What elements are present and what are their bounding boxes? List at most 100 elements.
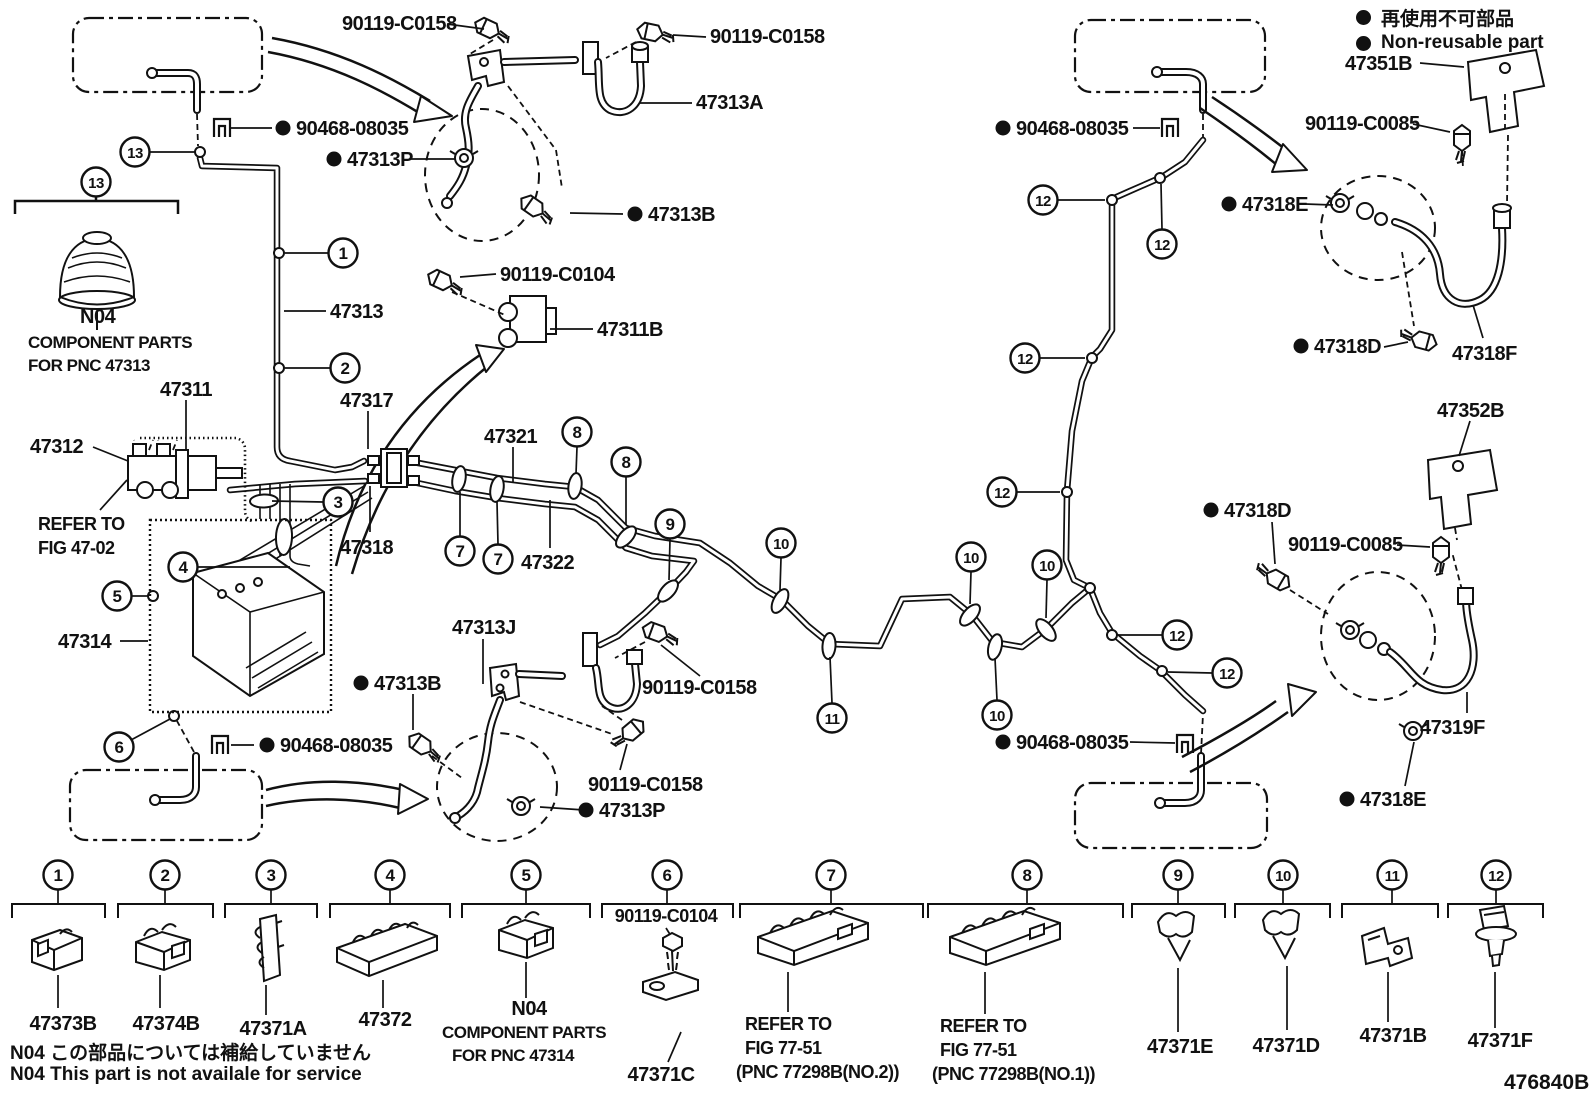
svg-text:6: 6	[115, 738, 124, 757]
callout-7: 7	[482, 501, 514, 575]
part-label-FIG4702: FIG 47-02	[38, 538, 116, 558]
part-label-47318F: 47318F	[1452, 304, 1518, 365]
part-label-47311: 47311	[160, 379, 213, 450]
svg-text:8: 8	[622, 453, 631, 472]
connector-47317	[367, 448, 420, 488]
part-label-REFERTO: REFER TO	[38, 479, 128, 534]
part-caption: 47372	[358, 1009, 411, 1031]
svg-text:4: 4	[386, 866, 396, 885]
part-label-9046808035: 90468-08035	[231, 735, 393, 757]
svg-text:90119-C0085: 90119-C0085	[1305, 113, 1420, 135]
svg-text:5: 5	[113, 587, 122, 606]
part-caption: 47371A	[239, 1018, 306, 1040]
part-caption: REFER TO	[940, 1016, 1027, 1036]
clip-90468-icon	[212, 117, 232, 139]
boltclamp-icon	[642, 932, 699, 1001]
part-label-47318E: 47318E	[1221, 194, 1334, 216]
legend-jp: 再使用不可部品	[1381, 8, 1515, 30]
svg-text:47318F: 47318F	[1452, 343, 1517, 365]
part-label-47313P: 47313P	[326, 149, 455, 171]
svg-text:90468-08035: 90468-08035	[280, 735, 393, 757]
part-label-47313P: 47313P	[539, 800, 666, 822]
part-label-47319F: 47319F	[1420, 692, 1486, 739]
part-label-9046808035: 90468-08035	[231, 118, 409, 140]
svg-text:8: 8	[1023, 866, 1032, 885]
svg-text:47311: 47311	[160, 379, 212, 401]
rear-right-hose-47319F	[1251, 448, 1499, 741]
callout-10: 10	[765, 527, 797, 591]
svg-text:90119-C0085: 90119-C0085	[1288, 534, 1403, 556]
svg-text:47318D: 47318D	[1224, 500, 1291, 522]
callout-12: 12	[1027, 184, 1105, 216]
part-labels: 90119-C0158 90119-C0158 47313A 90468-08035 4…	[28, 13, 1518, 822]
part-caption: COMPONENT PARTS	[442, 1023, 606, 1042]
svg-text:90119-C0158: 90119-C0158	[710, 26, 825, 48]
note-jp: N04 この部品については補給していません	[10, 1043, 372, 1064]
svg-text:47321: 47321	[484, 426, 537, 448]
clip-90468-icon	[1175, 733, 1195, 755]
part-label-47317: 47317	[340, 390, 394, 449]
svg-text:47351B: 47351B	[1345, 53, 1412, 75]
part-label-47313J: 47313J	[452, 617, 516, 684]
part-label-90119C0158: 90119-C0158	[342, 13, 485, 35]
part-caption: REFER TO	[745, 1014, 832, 1034]
callout-11: 11	[816, 656, 848, 734]
svg-text:13: 13	[127, 145, 143, 162]
svg-text:7: 7	[456, 542, 465, 561]
clip-90468-icon	[210, 734, 230, 756]
svg-text:FOR PNC 47313: FOR PNC 47313	[28, 356, 150, 375]
svg-text:90119-C0158: 90119-C0158	[642, 677, 757, 699]
part-label-47314: 47314	[58, 631, 148, 653]
bolt-47318D-icon	[1396, 325, 1440, 354]
legend-en: Non-reusable part	[1381, 32, 1544, 53]
arrow-valve-icon	[334, 353, 481, 567]
clipE-icon	[1262, 909, 1300, 959]
callout-5: 5	[101, 580, 148, 612]
svg-text:90468-08035: 90468-08035	[1016, 732, 1129, 754]
svg-text:5: 5	[522, 866, 531, 885]
svg-text:47318: 47318	[340, 537, 393, 559]
svg-text:7: 7	[494, 550, 503, 569]
part-caption: 47371E	[1147, 1036, 1213, 1058]
svg-text:N04: N04	[80, 306, 117, 328]
svg-text:9: 9	[1174, 866, 1183, 885]
part-label-9046808035: 90468-08035	[995, 118, 1160, 140]
part-label-47313B: 47313B	[569, 204, 716, 226]
svg-text:FIG 47-02: FIG 47-02	[38, 538, 115, 558]
callout-12: 12	[1118, 619, 1193, 651]
bolt-90119-C0158-icon	[607, 714, 650, 754]
part-label-47318D: 47318D	[1293, 336, 1409, 358]
svg-text:47312: 47312	[30, 436, 83, 458]
callout-2: 2	[285, 352, 361, 384]
svg-text:47318D: 47318D	[1314, 336, 1381, 358]
note-en: N04 This part is not availale for servic…	[10, 1064, 362, 1085]
legend: 再使用不可部品 Non-reusable part	[1356, 4, 1544, 56]
svg-text:12: 12	[1035, 193, 1051, 210]
part-label-90119C0085: 90119-C0085	[1305, 113, 1451, 135]
part-label-47351B: 47351B	[1345, 53, 1465, 75]
svg-text:47313P: 47313P	[599, 800, 665, 822]
part-label-90119C0158: 90119-C0158	[672, 26, 825, 48]
arrow-rear-right-icon	[1189, 710, 1289, 774]
svg-text:12: 12	[1169, 628, 1185, 645]
svg-text:47311B: 47311B	[597, 319, 663, 341]
rear-left-axle-box	[1073, 18, 1267, 94]
bolt-47313B-icon	[403, 728, 447, 766]
part-caption: (PNC 77298B(NO.2))	[736, 1062, 900, 1082]
bottom-legend: 147373B247374B347371A4473725N04COMPONENT…	[11, 859, 1544, 1086]
part-label-90119C0158: 90119-C0158	[588, 743, 703, 796]
part-caption: 47374B	[132, 1013, 199, 1035]
svg-text:47317: 47317	[340, 390, 393, 412]
callout-10: 10	[1031, 549, 1063, 619]
part-label-47313B: 47313B	[353, 673, 442, 730]
callout-13: 13	[119, 136, 195, 168]
clipB-icon	[135, 923, 191, 971]
svg-text:47313A: 47313A	[696, 92, 763, 114]
bolt-90119-C0085-icon	[1453, 124, 1471, 164]
part-label-47313A: 47313A	[640, 92, 764, 114]
